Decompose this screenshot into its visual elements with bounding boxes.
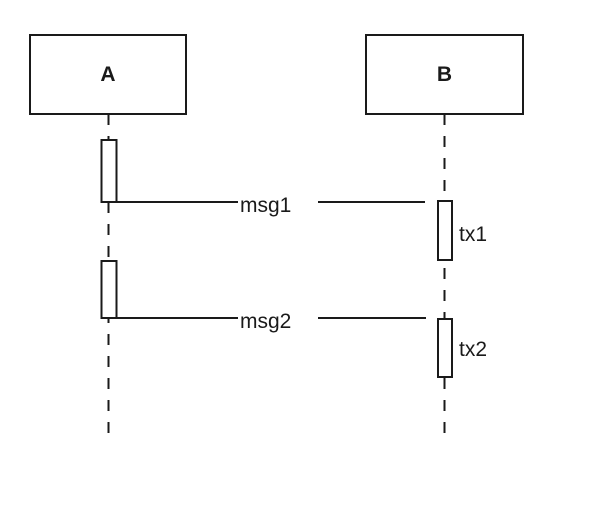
actor-label-b: B bbox=[437, 63, 452, 86]
activation-bar-tx2 bbox=[437, 318, 453, 378]
message-label-msg1: msg1 bbox=[240, 194, 291, 217]
activation-bar-a1 bbox=[100, 139, 118, 203]
activation-bar-tx1 bbox=[437, 200, 453, 261]
activation-label-tx1: tx1 bbox=[459, 223, 487, 246]
message-label-msg2: msg2 bbox=[240, 310, 291, 333]
actor-label-a: A bbox=[100, 63, 115, 86]
actor-box-a bbox=[29, 34, 187, 115]
activation-bar-a2 bbox=[100, 260, 118, 319]
activation-label-tx2: tx2 bbox=[459, 338, 487, 361]
actor-box-b bbox=[365, 34, 524, 115]
